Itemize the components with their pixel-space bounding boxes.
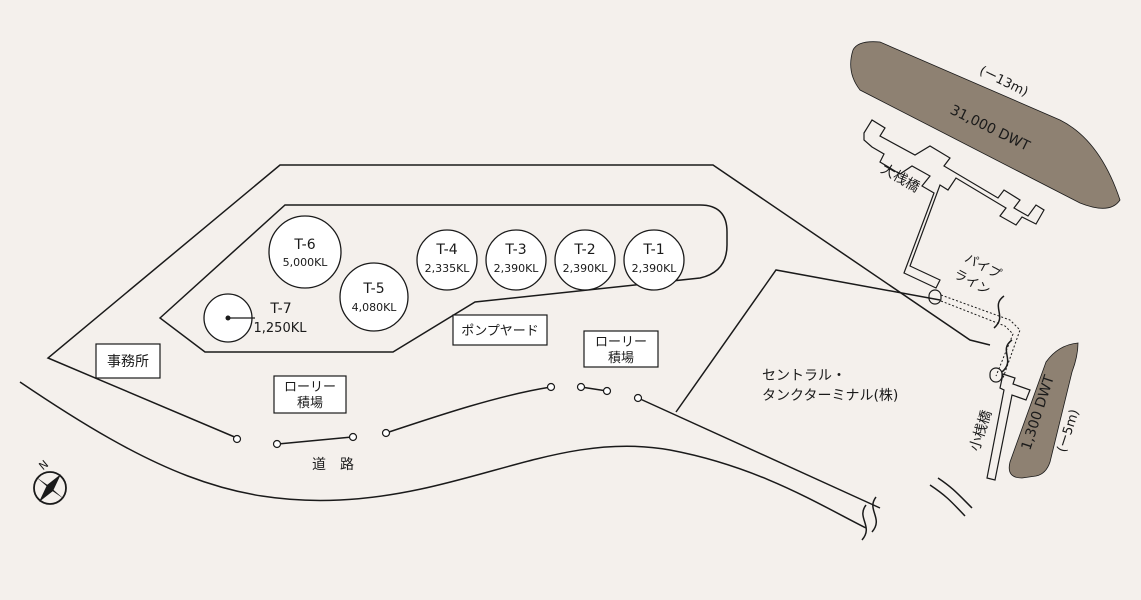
tank-t3: T-3 2,390KL bbox=[485, 229, 547, 291]
svg-text:2,390KL: 2,390KL bbox=[563, 262, 609, 275]
road-marker bbox=[272, 439, 282, 449]
road-marker bbox=[602, 386, 612, 396]
break-mark bbox=[871, 496, 878, 533]
road-marker bbox=[381, 428, 391, 438]
road-lower-edge bbox=[19, 381, 867, 529]
svg-text:T-3: T-3 bbox=[504, 242, 526, 258]
road-segment bbox=[277, 436, 353, 445]
loading-area-label-lower: ローリー 積場 bbox=[273, 375, 347, 414]
tank-t6: T-6 5,000KL bbox=[268, 215, 342, 289]
site-boundary bbox=[46, 164, 991, 439]
svg-text:事務所: 事務所 bbox=[107, 354, 149, 370]
coast-break-mark bbox=[937, 477, 973, 509]
pipeline: パイプ ライン bbox=[928, 251, 1021, 383]
terminal-label-line1: セントラル・ bbox=[762, 368, 846, 384]
svg-text:2,390KL: 2,390KL bbox=[494, 262, 540, 275]
terminal-label-line2: タンクターミナル(株) bbox=[762, 388, 898, 404]
road-marker bbox=[232, 434, 242, 444]
tank-t4: T-4 2,335KL bbox=[416, 229, 478, 291]
break-mark bbox=[861, 504, 868, 541]
svg-text:4,080KL: 4,080KL bbox=[352, 301, 398, 314]
road-marker bbox=[546, 382, 556, 392]
svg-text:T-7: T-7 bbox=[269, 301, 291, 317]
svg-text:2,335KL: 2,335KL bbox=[425, 262, 471, 275]
svg-text:1,250KL: 1,250KL bbox=[254, 321, 308, 336]
svg-text:大桟橋: 大桟橋 bbox=[878, 161, 922, 196]
svg-text:2,390KL: 2,390KL bbox=[632, 262, 678, 275]
svg-text:T-6: T-6 bbox=[293, 237, 315, 253]
road-segment bbox=[385, 386, 552, 434]
large-ship: 31,000 DWT (ー13m) bbox=[850, 41, 1121, 209]
svg-text:ポンプヤード: ポンプヤード bbox=[461, 324, 539, 339]
svg-text:T-2: T-2 bbox=[573, 242, 595, 258]
coast-break-mark bbox=[929, 484, 966, 517]
terminal-boundary bbox=[675, 269, 941, 413]
svg-text:T-5: T-5 bbox=[362, 281, 384, 297]
north-compass: N bbox=[33, 458, 67, 505]
coast-break-mark bbox=[993, 295, 1005, 329]
road-marker bbox=[576, 382, 586, 392]
svg-text:T-4: T-4 bbox=[435, 242, 457, 258]
tank-area-boundary bbox=[158, 204, 728, 353]
road-marker bbox=[633, 393, 643, 403]
road-segment bbox=[637, 397, 881, 509]
office-label: 事務所 bbox=[95, 343, 161, 379]
tank-t7: T-7 1,250KL bbox=[203, 293, 308, 343]
coast-break-mark bbox=[1001, 339, 1013, 373]
tank-t1: T-1 2,390KL bbox=[623, 229, 685, 291]
svg-text:T-1: T-1 bbox=[642, 242, 664, 258]
tank-t5: T-5 4,080KL bbox=[339, 262, 409, 332]
pump-yard-label: ポンプヤード bbox=[452, 314, 548, 346]
loading-area-label-upper: ローリー 積場 bbox=[583, 330, 659, 368]
svg-text:小桟橋: 小桟橋 bbox=[967, 408, 995, 453]
svg-text:5,000KL: 5,000KL bbox=[283, 256, 329, 269]
svg-text:積場: 積場 bbox=[297, 396, 323, 411]
svg-text:積場: 積場 bbox=[608, 351, 634, 366]
tank-t2: T-2 2,390KL bbox=[554, 229, 616, 291]
small-ship: 1,300 DWT (ー5m) bbox=[1008, 342, 1083, 479]
road-marker bbox=[348, 432, 358, 442]
north-icon: N bbox=[36, 458, 51, 473]
svg-text:ローリー: ローリー bbox=[284, 380, 336, 395]
road-label: 道 路 bbox=[312, 457, 354, 473]
road-segment bbox=[580, 386, 608, 392]
svg-text:ローリー: ローリー bbox=[595, 335, 647, 350]
